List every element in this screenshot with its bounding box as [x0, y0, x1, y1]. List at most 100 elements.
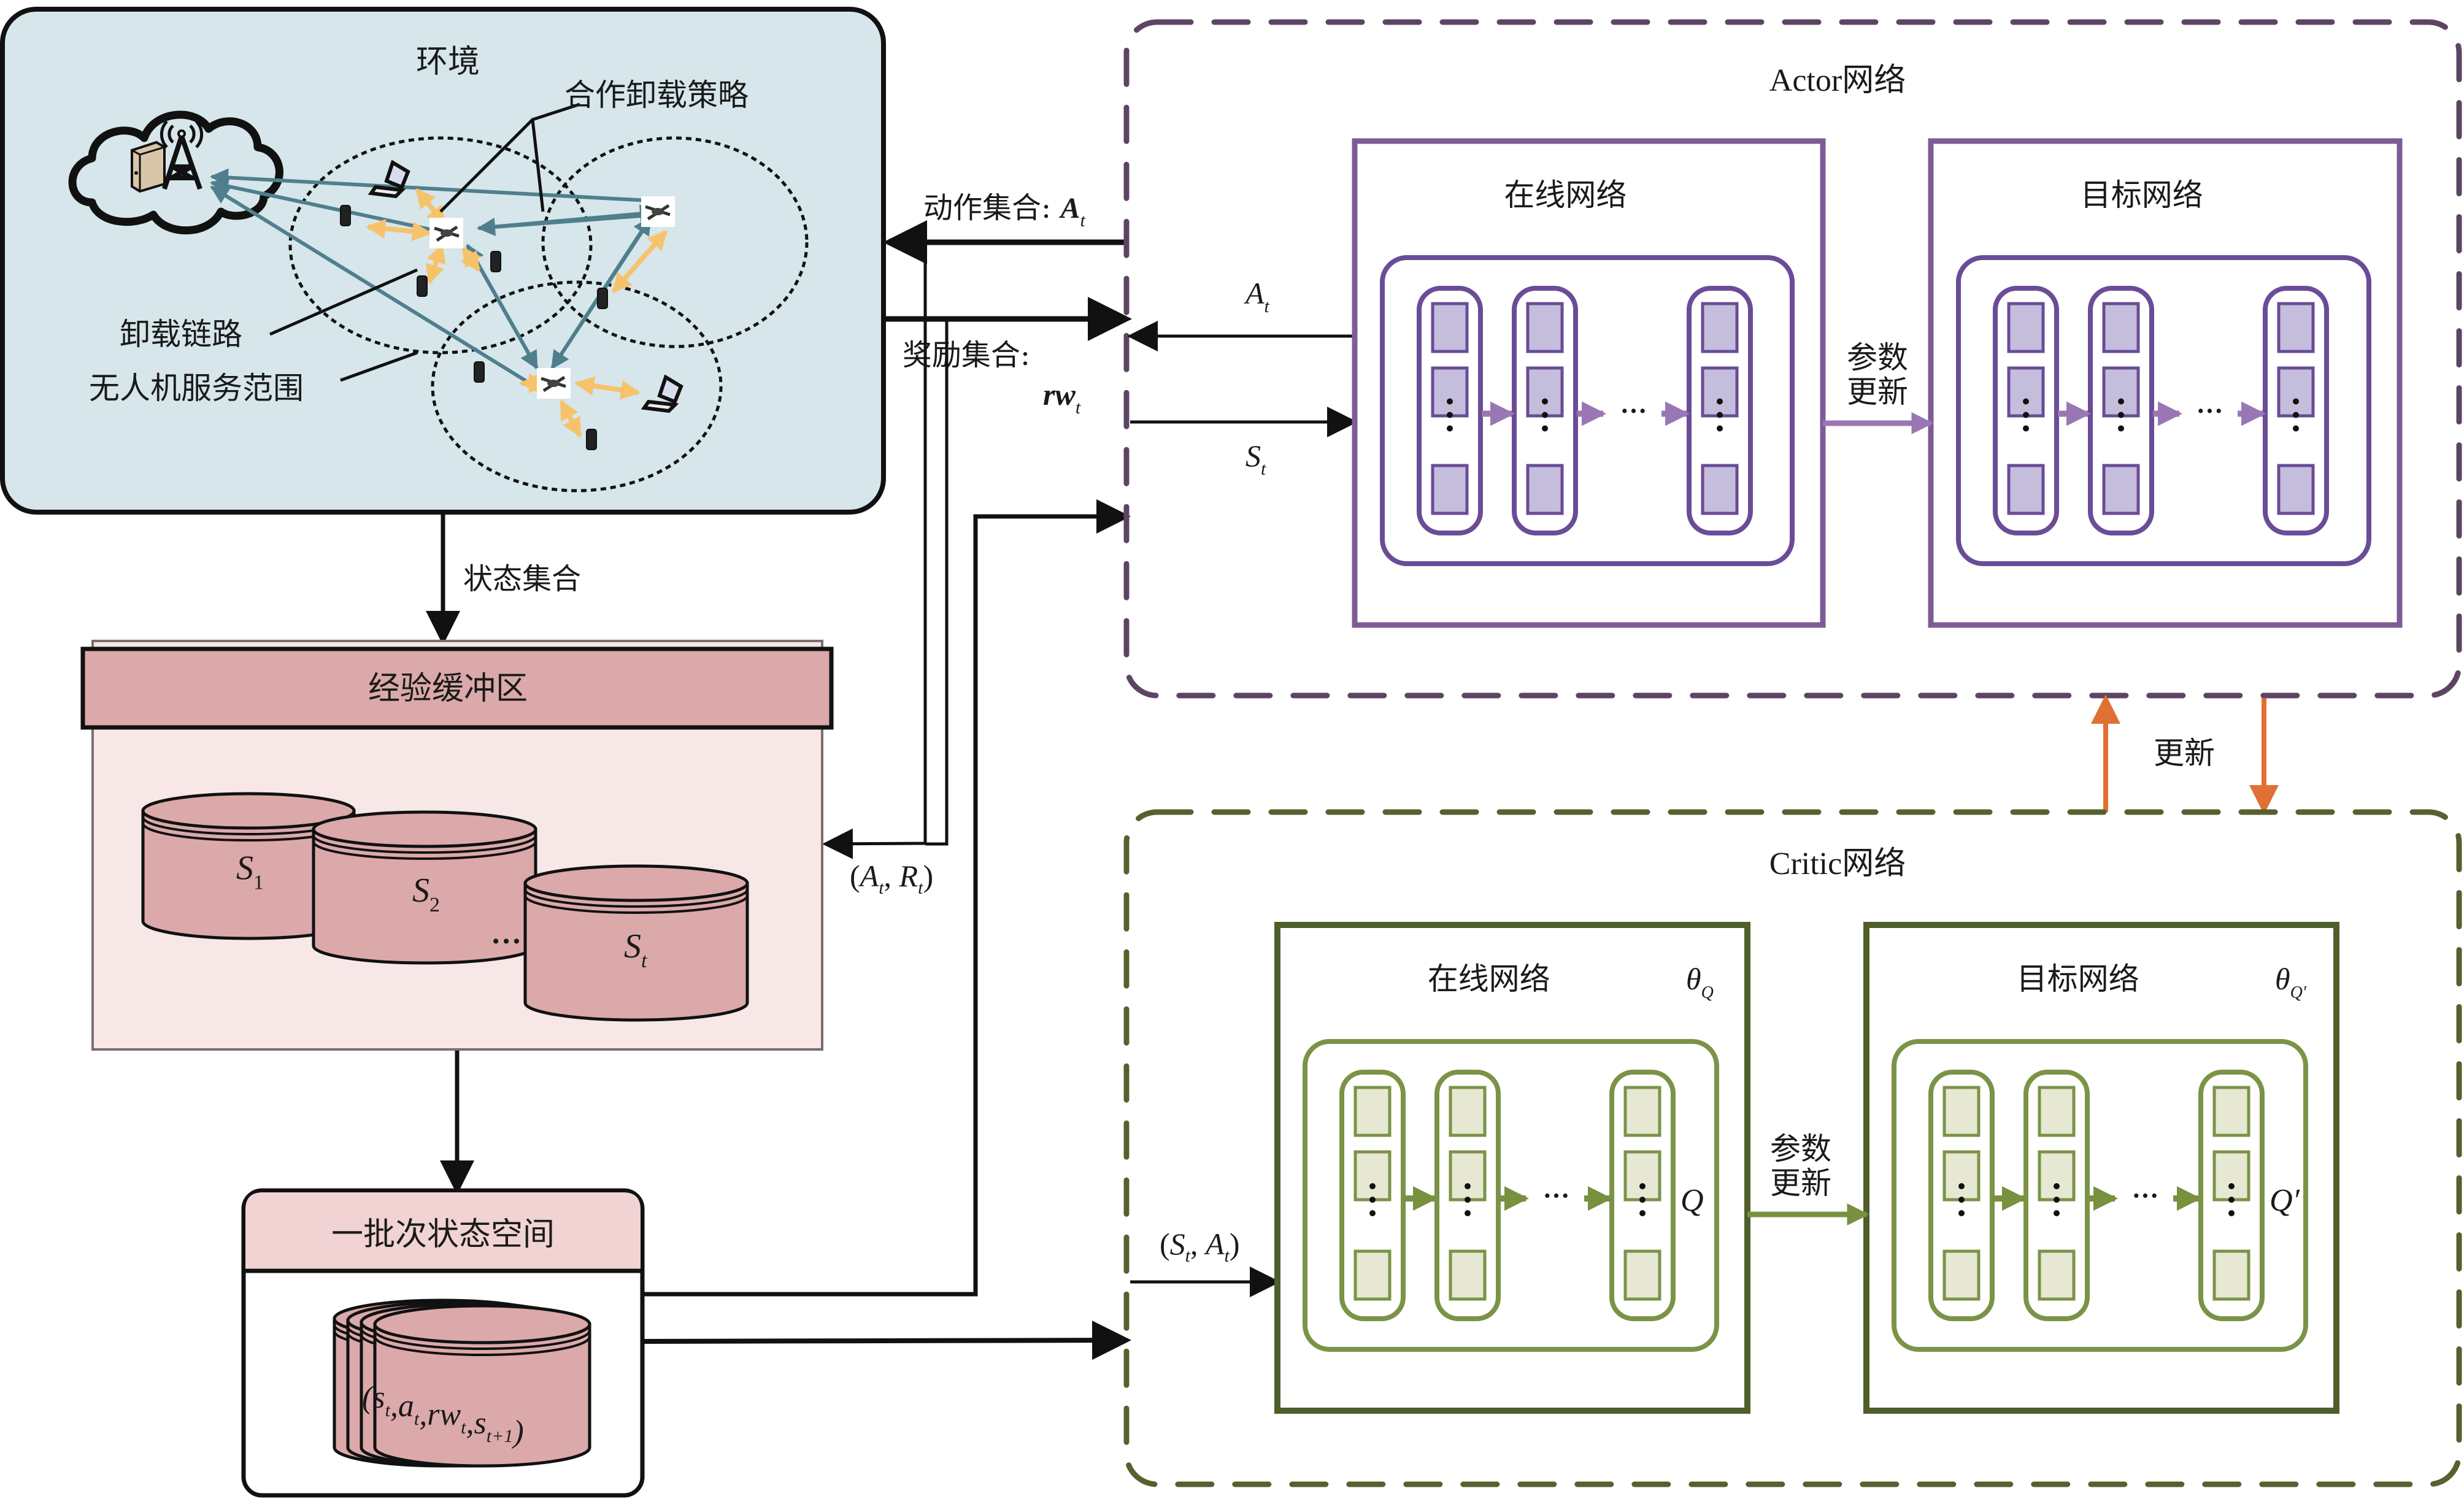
neuron-node: [2102, 464, 2140, 515]
buffer-state-cylinder: St: [523, 864, 749, 1022]
neuron-node: [2212, 1249, 2250, 1301]
network-layer: [1512, 286, 1578, 535]
vertical-ellipsis-dot: [1542, 412, 1548, 418]
neuron-node: [1353, 1150, 1392, 1202]
reward-set-var: rwt: [1043, 377, 1081, 418]
neuron-node: [1431, 366, 1469, 418]
vertical-ellipsis-dot: [1447, 398, 1453, 405]
critic-param-update-line2: 更新: [1770, 1165, 1831, 1201]
neuron-node: [2277, 366, 2315, 418]
network-layer: [1339, 1070, 1406, 1321]
neuron-node: [1526, 302, 1564, 353]
neuron-node: [1942, 1150, 1981, 1202]
vertical-ellipsis-dot: [1717, 425, 1723, 432]
coop-policy-label: 合作卸载策略: [564, 77, 749, 113]
critic-title: Critic网络: [1769, 846, 1906, 881]
network-layer: [1434, 1070, 1501, 1321]
reward-set-label: 奖励集合:: [903, 338, 1030, 372]
buffer-state-label: St: [624, 927, 648, 972]
neuron-node: [1623, 1249, 1661, 1301]
vertical-ellipsis-dot: [1465, 1183, 1471, 1189]
critic-input-label: (St, At): [1160, 1227, 1240, 1266]
update-label: 更新: [2154, 735, 2215, 771]
neuron-node: [1431, 464, 1469, 515]
vertical-ellipsis-dot: [1639, 1197, 1646, 1203]
vertical-ellipsis-dot: [2228, 1210, 2235, 1216]
batch-to-actor-line: [642, 499, 1131, 1297]
vertical-ellipsis-dot: [1465, 1197, 1471, 1203]
batch-tuple: (st,at,rwt,st+1): [362, 1380, 524, 1449]
laptop-icon: [368, 159, 410, 199]
neuron-node: [2102, 366, 2140, 418]
critic-param-update-line1: 参数: [1770, 1131, 1831, 1167]
offload-link-label: 卸载链路: [120, 316, 242, 352]
layer-ellipsis: ···: [1620, 396, 1647, 426]
cell-tower-icon: [160, 120, 204, 190]
buffer-state-label: S2: [412, 872, 440, 916]
drone-icon: [641, 196, 675, 227]
neuron-node: [2007, 366, 2045, 418]
neuron-node: [1701, 366, 1739, 418]
vertical-ellipsis-dot: [2023, 425, 2029, 432]
neuron-node: [1623, 1150, 1661, 1202]
uav-service-range-1: [288, 136, 593, 355]
action-set-label: 动作集合: At: [923, 191, 1085, 231]
actor-dashed-border: [1123, 19, 2462, 699]
network-layer: [2198, 1070, 2265, 1321]
phone-icon: [417, 275, 428, 297]
neuron-node: [2007, 302, 2045, 353]
buffer-state-label: S1: [236, 849, 264, 894]
vertical-ellipsis-dot: [1465, 1210, 1471, 1216]
neuron-node: [1449, 1086, 1487, 1137]
vertical-ellipsis-dot: [2293, 425, 2299, 432]
batch-cylinders: [333, 1298, 591, 1468]
network-title: 在线网络: [1504, 177, 1627, 213]
network-title: 在线网络: [1428, 961, 1550, 997]
phone-icon: [340, 205, 351, 226]
network-layer: [2088, 286, 2154, 535]
vertical-ellipsis-dot: [2054, 1210, 2060, 1216]
vertical-ellipsis-dot: [2293, 412, 2299, 418]
network-output-label: Q′: [2270, 1183, 2301, 1218]
vertical-ellipsis-dot: [1717, 398, 1723, 405]
vertical-ellipsis-dot: [1447, 412, 1453, 418]
buffer-state-cylinder: S1: [141, 792, 356, 940]
neuron-node: [2277, 464, 2315, 515]
vertical-ellipsis-dot: [2118, 425, 2124, 432]
actor-param-update-line2: 更新: [1847, 374, 1908, 410]
neuron-node: [1701, 464, 1739, 515]
buffer-title: 经验缓冲区: [368, 670, 528, 707]
vertical-ellipsis-dot: [1958, 1210, 1965, 1216]
phone-icon: [474, 361, 485, 383]
neuron-node: [2038, 1150, 2076, 1202]
uav-service-range-3: [431, 280, 723, 493]
phone-icon: [490, 251, 501, 272]
vertical-ellipsis-dot: [2023, 412, 2029, 418]
network-theta: θQ′: [2275, 962, 2307, 1002]
uav-range-label: 无人机服务范围: [89, 370, 304, 406]
actor-target-network: 目标网络···: [1928, 138, 2403, 628]
vertical-ellipsis-dot: [2228, 1197, 2235, 1203]
neuron-node: [1623, 1086, 1661, 1137]
vertical-ellipsis-dot: [2228, 1183, 2235, 1189]
neuron-node: [2212, 1150, 2250, 1202]
layer-ellipsis: ···: [2131, 1181, 2158, 1211]
phone-icon: [597, 288, 608, 309]
actor-state-in-label: St: [1245, 439, 1266, 479]
vertical-ellipsis-dot: [2054, 1197, 2060, 1203]
critic-dashed-border: [1123, 809, 2462, 1487]
connectors: 状态集合 动作集合: At 奖励集合: rwt (At, Rt): [426, 191, 1132, 1360]
network-layer: [1609, 1070, 1676, 1321]
neuron-node: [1942, 1086, 1981, 1137]
neuron-node: [1353, 1249, 1392, 1301]
actor-action-out-label: At: [1244, 276, 1270, 316]
batch-cylinder: [373, 1304, 591, 1468]
server-icon: [131, 140, 166, 193]
neuron-node: [2038, 1086, 2076, 1137]
neuron-node: [2212, 1086, 2250, 1137]
